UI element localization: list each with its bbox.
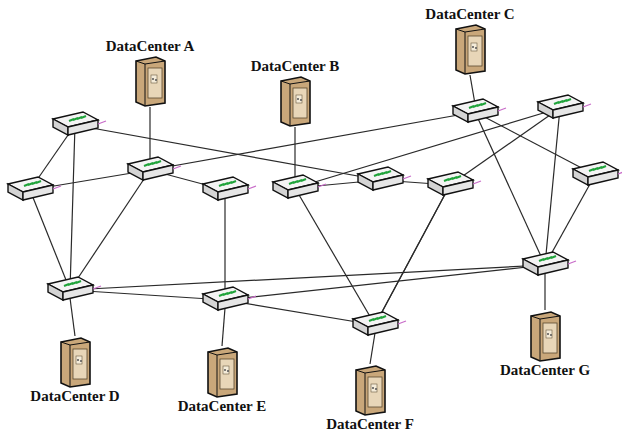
network-link	[295, 108, 560, 188]
routers	[8, 95, 622, 335]
router-icon	[523, 252, 576, 275]
data-center-label: DataCenter D	[28, 388, 121, 405]
router-icon	[8, 177, 61, 200]
uplink	[70, 298, 75, 336]
data-center-label: DataCenter G	[498, 362, 592, 379]
data-center: DataCenter G	[498, 310, 592, 379]
server-icon	[277, 75, 313, 127]
router-icon	[128, 157, 181, 180]
data-center: DataCenter C	[423, 6, 516, 75]
network-link	[150, 112, 475, 170]
uplink	[470, 75, 475, 104]
router-icon	[48, 277, 101, 300]
data-center: DataCenter A	[104, 38, 196, 107]
network-link	[70, 265, 545, 290]
uplink	[149, 107, 150, 162]
data-center-label: DataCenter A	[104, 38, 196, 55]
router-icon	[203, 287, 256, 310]
server-icon	[204, 346, 240, 398]
server-icon	[352, 364, 388, 416]
router-icon	[428, 172, 481, 195]
network-link	[475, 112, 595, 175]
data-center-label: DataCenter C	[423, 6, 516, 23]
network-link	[375, 185, 450, 325]
network-link	[475, 112, 545, 265]
network-link	[224, 190, 225, 300]
network-link	[70, 125, 75, 290]
data-center: DataCenter B	[249, 58, 341, 127]
network-link	[75, 125, 380, 180]
network-link	[295, 188, 375, 325]
router-links	[30, 108, 595, 325]
router-icon	[538, 95, 591, 118]
router-icon	[358, 167, 411, 190]
uplink	[294, 127, 295, 180]
uplinks	[70, 75, 545, 364]
router-icon	[453, 99, 506, 122]
data-center: DataCenter D	[28, 336, 121, 405]
server-icon	[132, 55, 168, 107]
network-link	[30, 190, 70, 290]
uplink	[544, 273, 545, 310]
data-center-label: DataCenter B	[249, 58, 341, 75]
network-link	[225, 265, 545, 300]
uplink	[370, 333, 375, 364]
data-center-label: DataCenter E	[176, 398, 268, 415]
router-icon	[573, 162, 622, 185]
server-icon	[527, 310, 563, 362]
server-icon	[57, 336, 93, 388]
router-icon	[353, 312, 406, 335]
uplink	[222, 308, 225, 346]
router-icon	[203, 177, 256, 200]
network-link	[375, 185, 450, 325]
data-center: DataCenter E	[176, 346, 268, 415]
router-icon	[53, 112, 106, 135]
data-center: DataCenter F	[324, 364, 416, 433]
router-icon	[273, 175, 326, 198]
network-link	[70, 170, 150, 290]
server-icon	[452, 23, 488, 75]
data-center-label: DataCenter F	[324, 416, 416, 433]
